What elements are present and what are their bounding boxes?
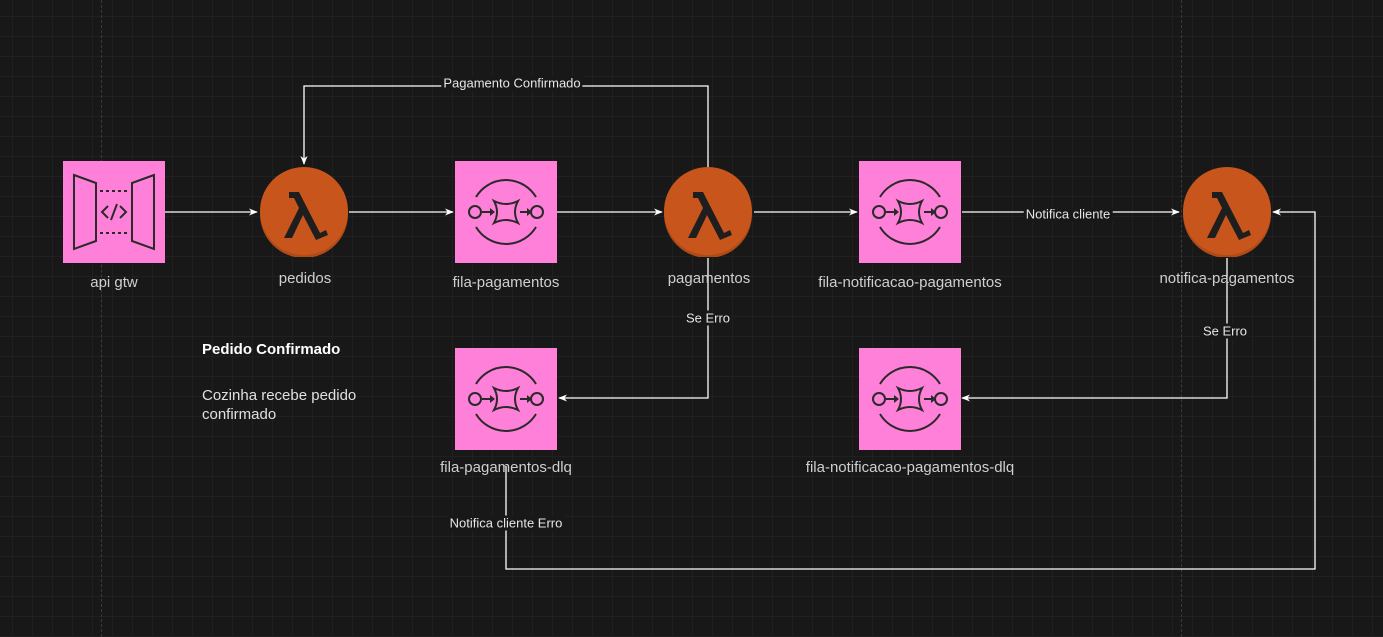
- edge-notifica-cliente-erro: [505, 208, 1316, 570]
- lambda-icon: [260, 167, 348, 257]
- sqs-fila-notificacao-pagamentos-dlq-node[interactable]: [859, 348, 961, 450]
- lambda-pedidos-label: pedidos: [278, 270, 332, 287]
- sqs-fila-pagamentos-dlq-node[interactable]: [455, 348, 557, 450]
- edge-label-pagamento-confirmado: Pagamento Confirmado: [441, 75, 583, 91]
- edge-notifica-se-erro: [961, 258, 1228, 402]
- sqs-fila-notificacao-pagamentos-dlq-label: fila-notificacao-pagamentos-dlq: [805, 459, 1015, 476]
- sqs-fila-notificacao-pagamentos-label: fila-notificacao-pagamentos: [818, 274, 1002, 291]
- lambda-pagamentos-node[interactable]: [663, 167, 753, 257]
- sqs-queue-icon: [872, 179, 948, 245]
- sqs-fila-pagamentos-label: fila-pagamentos: [452, 274, 560, 291]
- lambda-pedidos-node[interactable]: [259, 167, 349, 257]
- sqs-fila-pagamentos-node[interactable]: [455, 161, 557, 263]
- edge-label-notifica-cliente-erro: Notifica cliente Erro: [447, 515, 565, 531]
- edge-label-se-erro-notifica: Se Erro: [1200, 323, 1250, 339]
- sqs-queue-icon: [872, 366, 948, 432]
- api-gateway-icon: [73, 173, 155, 251]
- page-guide-left: [101, 0, 102, 637]
- api-gateway-label: api gtw: [90, 274, 138, 291]
- edge-pagamentos-se-erro: [558, 258, 709, 402]
- sqs-fila-notificacao-pagamentos-node[interactable]: [859, 161, 961, 263]
- api-gateway-node[interactable]: [63, 161, 165, 263]
- lambda-notifica-pagamentos-node[interactable]: [1182, 167, 1272, 257]
- lambda-pagamentos-label: pagamentos: [667, 270, 751, 287]
- note-body: Cozinha recebe pedido confirmado: [202, 387, 357, 423]
- edge-pagamento-confirmado: [300, 85, 709, 168]
- lambda-icon: [1183, 167, 1271, 257]
- lambda-notifica-pagamentos-label: notifica-pagamentos: [1159, 270, 1295, 287]
- sqs-queue-icon: [468, 179, 544, 245]
- sqs-fila-pagamentos-dlq-label: fila-pagamentos-dlq: [440, 459, 572, 476]
- page-guide-right: [1181, 0, 1182, 637]
- edge-label-se-erro-pagamentos: Se Erro: [683, 310, 733, 326]
- note-title: Pedido Confirmado: [202, 341, 341, 358]
- sqs-queue-icon: [468, 366, 544, 432]
- edge-label-notifica-cliente: Notifica cliente: [1023, 206, 1113, 222]
- lambda-icon: [664, 167, 752, 257]
